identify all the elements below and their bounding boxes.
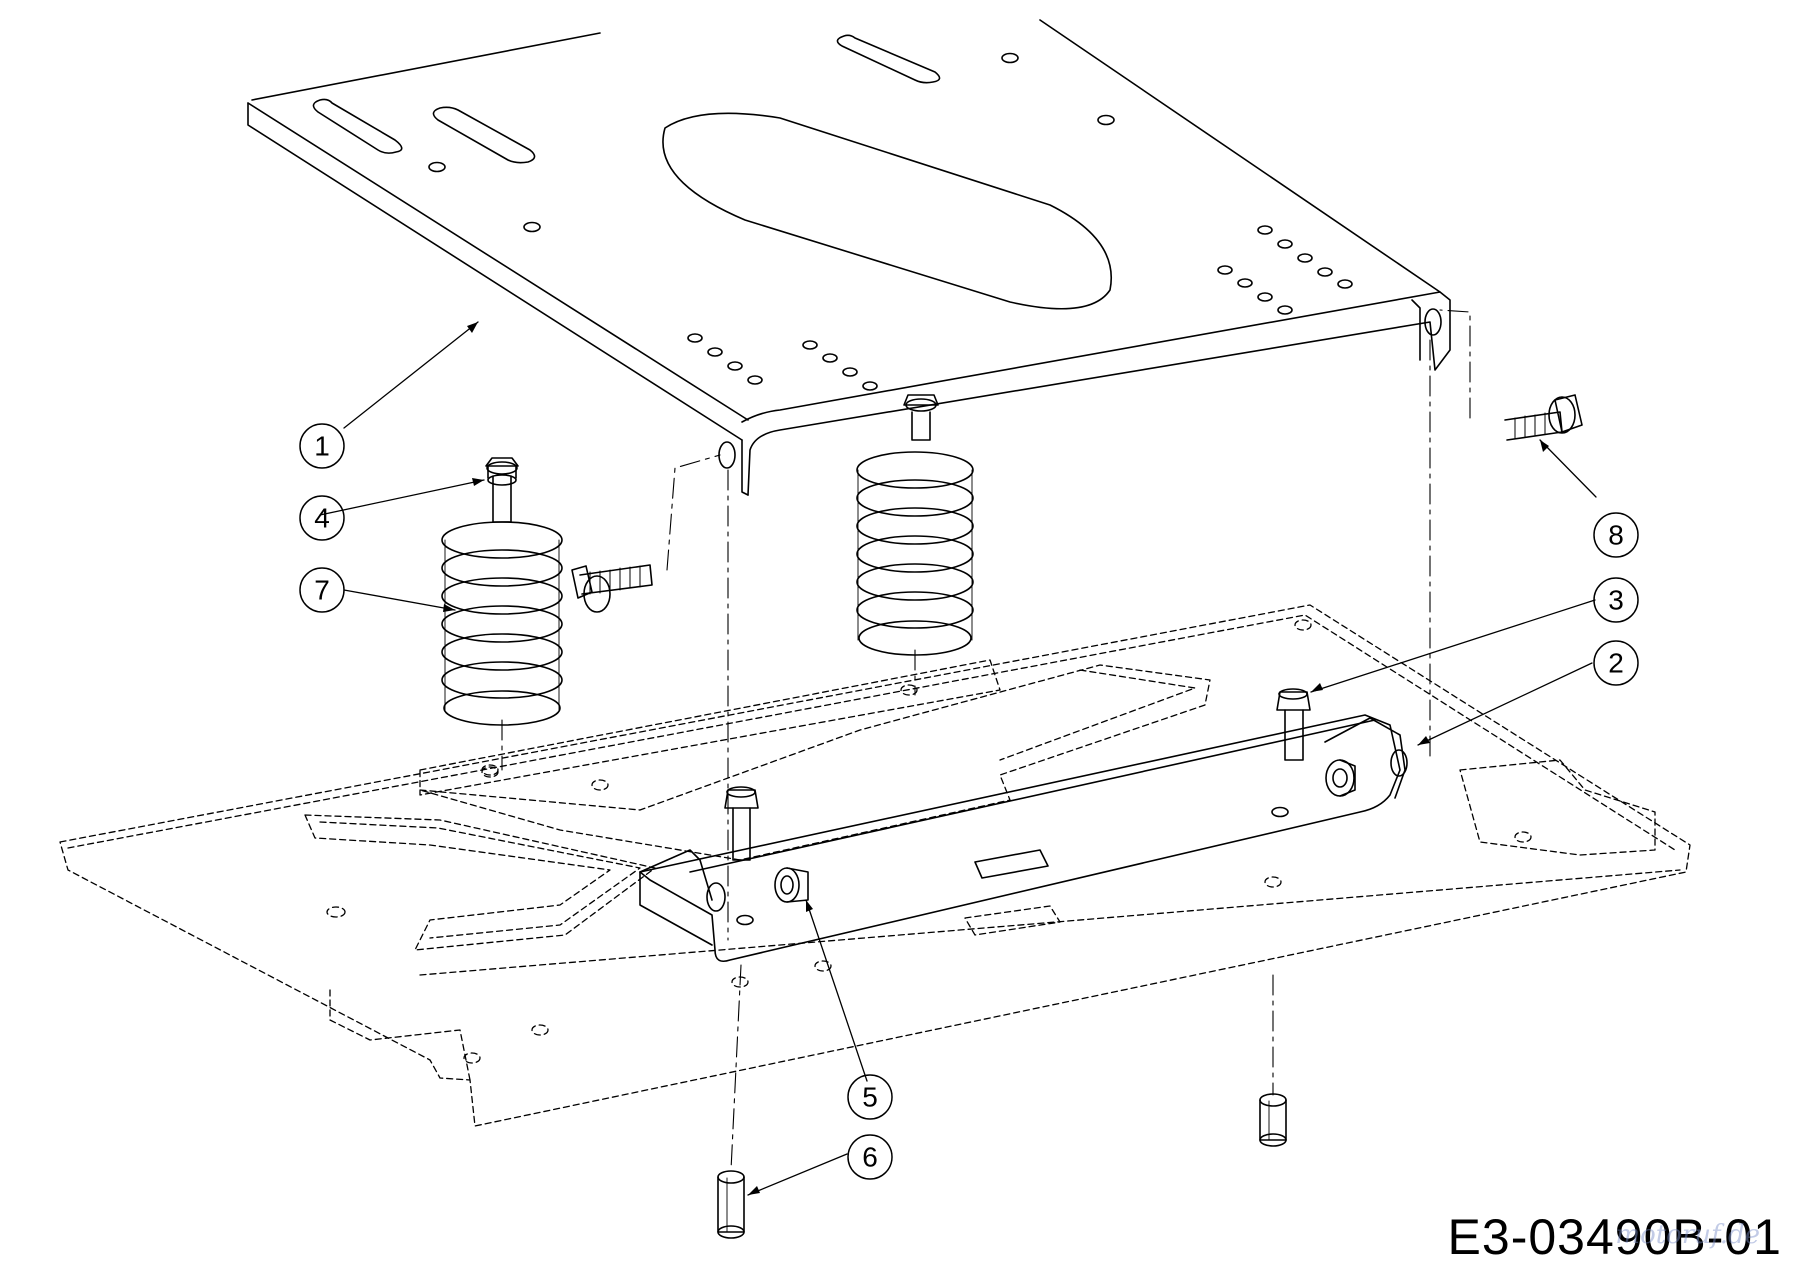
callout-2: 2 [1593, 640, 1639, 686]
flange-bolt-left [485, 457, 519, 523]
hex-bolt-left [571, 564, 653, 613]
flange-bolt-right [903, 394, 939, 441]
center-lines [501, 309, 1471, 1171]
flange-nut-left [774, 867, 809, 903]
spacer-nut-left [717, 1170, 745, 1239]
hex-bolt-right [1504, 394, 1583, 441]
callout-label: 7 [314, 575, 330, 606]
leader-arrowheads [443, 322, 1549, 1195]
flange-nut-right [1325, 759, 1356, 797]
callout-label: 4 [314, 503, 330, 534]
callout-6: 6 [847, 1134, 893, 1180]
bolt-vertical-left [724, 786, 759, 861]
spacer-nut-right [1259, 1093, 1287, 1147]
base-plate [59, 604, 1691, 1127]
callout-8: 8 [1593, 512, 1639, 558]
callout-label: 8 [1608, 520, 1624, 551]
leader-lines [319, 321, 1597, 1196]
callout-3: 3 [1593, 577, 1639, 623]
callout-5: 5 [847, 1074, 893, 1120]
callout-label: 1 [314, 431, 330, 462]
callout-7: 7 [299, 567, 345, 613]
callout-4: 4 [299, 495, 345, 541]
seat-plate [247, 19, 1451, 496]
compression-spring-left [441, 521, 563, 726]
callout-label: 3 [1608, 585, 1624, 616]
callout-1: 1 [299, 423, 345, 469]
bolt-vertical-right [1276, 688, 1311, 761]
callout-label: 6 [862, 1142, 878, 1173]
drawing-code: E3-03490B-01 [1447, 1209, 1782, 1265]
mounting-bracket [639, 714, 1408, 963]
callout-label: 5 [862, 1082, 878, 1113]
compression-spring-right [856, 451, 974, 656]
watermark-logo: motoruf.de [1615, 1220, 1760, 1250]
callout-label: 2 [1608, 648, 1624, 679]
